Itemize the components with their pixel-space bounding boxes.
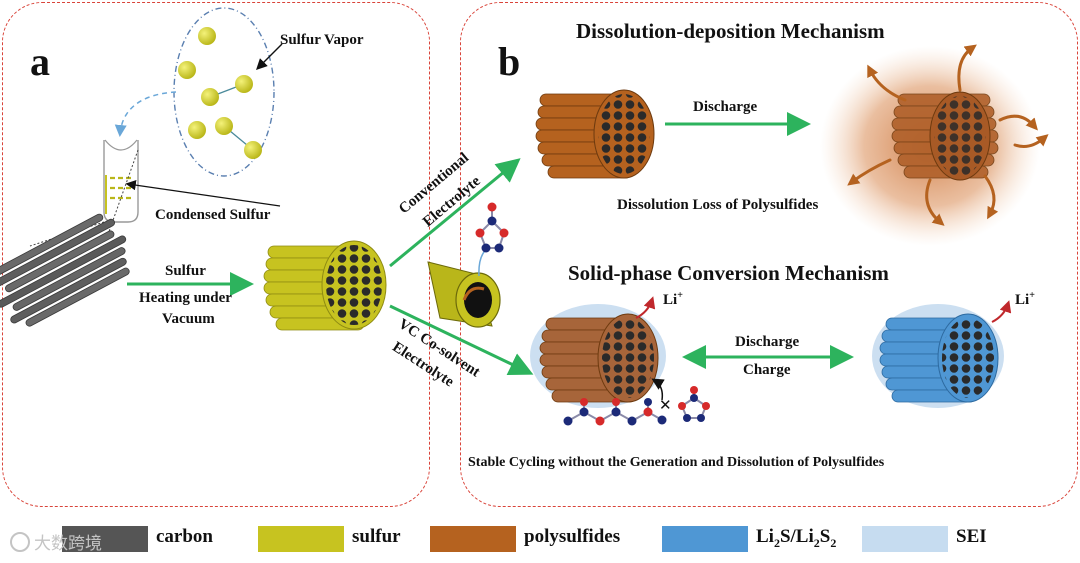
vc-molecule-lower — [678, 386, 710, 422]
legend-label-polysulfides: polysulfides — [524, 526, 621, 547]
legend-swatch-sei — [862, 526, 948, 552]
legend-swatch-li2s — [662, 526, 748, 552]
carbon-rod-bundle — [0, 213, 130, 327]
condensation-flow-arrow — [114, 91, 177, 137]
sulfur-vapor-bubble — [173, 7, 275, 177]
sulfur-rod-bundle — [263, 240, 387, 331]
legend-swatch-carbon — [62, 526, 148, 552]
test-tube — [103, 139, 139, 223]
panel-b-frame — [460, 2, 1078, 507]
discharge-label-top: Discharge — [693, 99, 758, 115]
vc-branch-arrow — [389, 304, 534, 376]
legend-label-sei: SEI — [956, 526, 987, 547]
legend-label-li2s: Li2S/Li2S2 — [756, 526, 837, 550]
li-ion-label-right: Li+ — [1015, 290, 1035, 308]
stable-cycling-caption: Stable Cycling without the Generation an… — [468, 455, 885, 470]
watermark: 大数跨境 — [10, 529, 102, 554]
dissolving-cathode — [820, 44, 1049, 246]
panel-b-letter: b — [498, 39, 521, 84]
poly-vc-chain — [563, 398, 667, 426]
single-pore-tube — [427, 261, 501, 328]
legend-swatch-polysulfides — [430, 526, 516, 552]
sulfur-vapor-label: Sulfur Vapor — [280, 32, 364, 48]
condensed-sulfur-pointer — [125, 179, 281, 207]
vc-molecule-upper — [475, 202, 509, 277]
legend-swatch-sulfur — [258, 526, 344, 552]
title-solid-phase: Solid-phase Conversion Mechanism — [568, 261, 889, 285]
panel-a-frame — [2, 2, 430, 507]
title-dissolution-deposition: Dissolution-deposition Mechanism — [576, 19, 885, 43]
watermark-icon — [10, 532, 30, 552]
discharge-label: Discharge — [735, 334, 800, 350]
process-label-line3: Vacuum — [162, 311, 215, 327]
legend: carbon sulfur polysulfides Li2S/Li2S2 SE… — [0, 517, 1080, 561]
condensed-sulfur-label: Condensed Sulfur — [155, 207, 271, 223]
charge-label: Charge — [743, 362, 791, 378]
sei-coated-cathode — [530, 304, 666, 408]
li-ion-arrow-right — [991, 300, 1012, 323]
li2s-cathode — [872, 304, 1004, 408]
blocked-insertion-arrow — [651, 378, 665, 401]
process-label-line1: Sulfur — [165, 263, 206, 279]
sulfur-vapor-pointer — [256, 43, 283, 70]
legend-label-carbon: carbon — [156, 526, 213, 547]
panel-a-letter: a — [30, 39, 50, 84]
li-ion-arrow-left — [635, 296, 656, 319]
sulfur-cathode-top — [535, 89, 655, 179]
block-mark: ✕ — [659, 396, 672, 414]
dissolution-loss-label: Dissolution Loss of Polysulfides — [617, 197, 819, 213]
conventional-branch-arrow — [389, 158, 521, 268]
process-label-line2: Heating under — [139, 290, 232, 306]
legend-label-sulfur: sulfur — [352, 526, 401, 547]
li-ion-label-left: Li+ — [663, 290, 683, 308]
